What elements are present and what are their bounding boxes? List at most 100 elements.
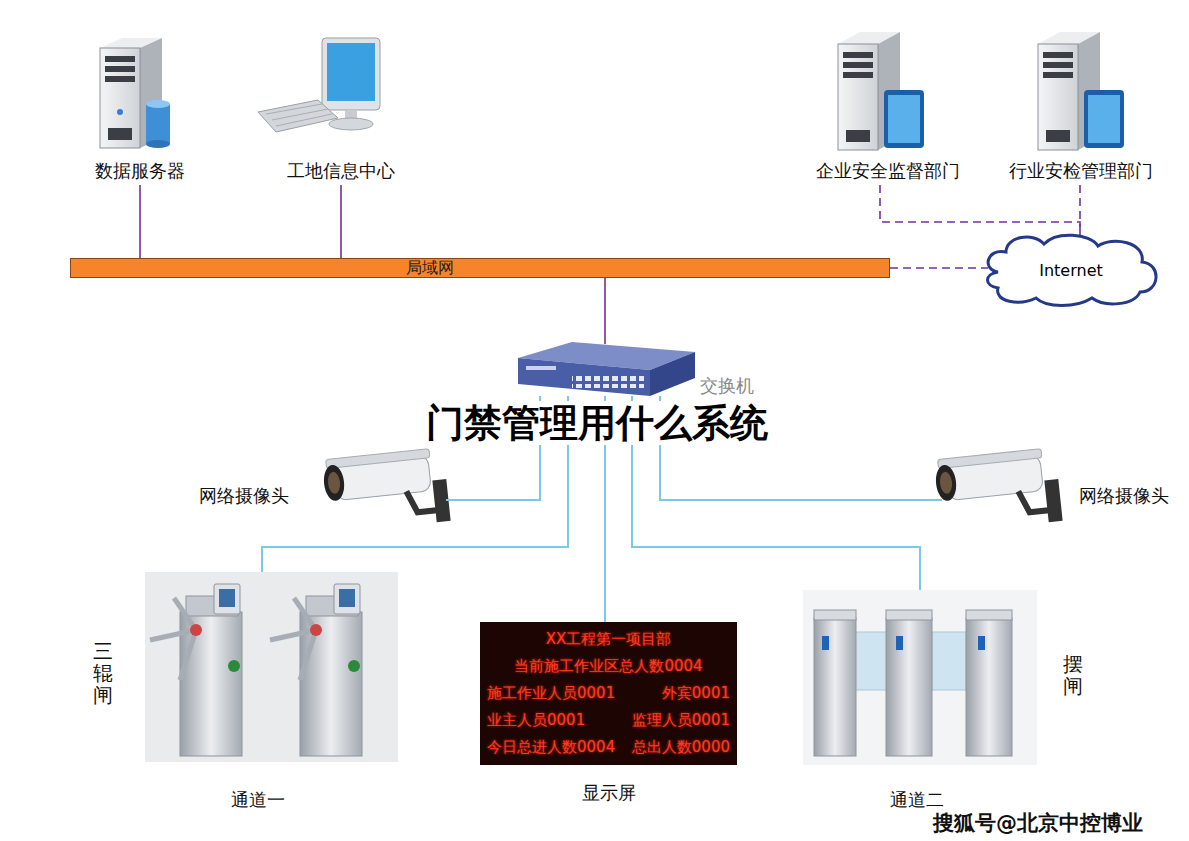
turnstile xyxy=(300,630,316,680)
switch-icon xyxy=(650,352,695,396)
server-icon xyxy=(105,66,135,72)
server-icon xyxy=(108,128,132,140)
computer-icon xyxy=(258,38,380,132)
turnstile-photo xyxy=(145,572,398,762)
server-tablet-icon xyxy=(843,62,873,68)
turnstile-photo xyxy=(145,572,398,762)
database-cylinder xyxy=(146,100,170,108)
network-camera xyxy=(934,464,958,502)
turnstile xyxy=(150,630,196,640)
switch-label: 交换机 xyxy=(700,375,754,396)
led-text: 监理人员0001 xyxy=(632,711,730,730)
led-row: 业主人员0001监理人员0001 xyxy=(487,711,730,730)
gate-node: 摆闸通道二 xyxy=(800,588,1095,818)
device-label: 企业安全监督部门 xyxy=(816,159,960,183)
led-row: 今日总进人数0004总出人数0000 xyxy=(487,738,730,757)
swing-gate-photo xyxy=(855,632,887,690)
server-tablet-icon xyxy=(1084,90,1124,148)
server-tablet-icon xyxy=(843,52,873,58)
connector xyxy=(880,185,1080,236)
database-cylinder xyxy=(146,104,170,144)
swing-gate-photo xyxy=(966,610,1012,620)
connector xyxy=(139,185,141,258)
server-tablet-icon xyxy=(838,44,878,150)
swing-gate-photo xyxy=(932,632,966,690)
turnstile xyxy=(334,584,360,614)
server-tablet-icon xyxy=(838,32,924,150)
server-tablet-icon xyxy=(1046,130,1070,142)
swing-gate-photo xyxy=(896,636,903,650)
swing-gate-photo xyxy=(966,618,1012,756)
network-camera xyxy=(934,447,1063,533)
computer-icon xyxy=(272,109,328,120)
swing-gate-photo xyxy=(886,610,932,620)
turnstile-node: 三辊闸通道一 xyxy=(88,570,400,815)
network-camera xyxy=(322,464,346,502)
channel-label: 通道二 xyxy=(890,789,944,810)
server-tablet-icon xyxy=(888,95,920,143)
swing-gate-photo xyxy=(814,618,856,756)
server-tablet-icon xyxy=(846,130,870,142)
server-tablet-icon xyxy=(843,72,873,78)
led-text: XX工程第一项目部 xyxy=(546,630,672,649)
turnstile xyxy=(150,584,242,756)
server-tablet-icon xyxy=(1043,52,1073,58)
led-text: 外宾0001 xyxy=(662,684,730,703)
computer-icon xyxy=(327,43,375,101)
turnstile xyxy=(190,624,202,636)
display-label: 显示屏 xyxy=(582,782,636,803)
computer-icon xyxy=(266,104,322,114)
switch-node: 交换机 xyxy=(512,340,774,400)
cloud-outline xyxy=(988,235,1157,305)
database-cylinder xyxy=(146,100,170,148)
vertical-label: 摆闸 xyxy=(1063,653,1083,697)
server-tablet-icon xyxy=(1043,72,1073,78)
led-row: 当前施工作业区总人数0004 xyxy=(487,657,730,676)
turnstile xyxy=(348,660,360,672)
department-node: 企业安全监督部门 xyxy=(800,25,976,185)
turnstile xyxy=(214,584,240,614)
workstation-node: 工地信息中心 xyxy=(276,25,406,185)
swing-gate-photo xyxy=(978,636,985,650)
label-holder: 通道一 xyxy=(231,788,285,812)
turnstile xyxy=(228,660,240,672)
internet-cloud: Internet xyxy=(980,232,1162,308)
led-row: XX工程第一项目部 xyxy=(487,630,730,649)
label-holder: 三辊闸 xyxy=(93,640,113,706)
camera-label: 网络摄像头 xyxy=(1079,484,1169,508)
camera-node: 网络摄像头 xyxy=(918,448,1173,543)
server-tablet-icon xyxy=(1038,32,1124,150)
connector xyxy=(604,278,606,344)
display-node: XX工程第一项目部当前施工作业区总人数0004施工作业人员0001外宾0001业… xyxy=(480,622,737,812)
led-text: 总出人数0000 xyxy=(632,738,730,757)
database-cylinder xyxy=(146,140,170,148)
connector xyxy=(1079,185,1081,236)
vertical-label: 三辊闸 xyxy=(93,640,113,706)
channel-label: 通道一 xyxy=(231,789,285,810)
server-icon xyxy=(105,76,135,82)
connector xyxy=(340,185,342,258)
switch-icon xyxy=(518,358,650,396)
computer-icon xyxy=(329,118,373,130)
computer-icon xyxy=(276,114,332,126)
lan-band: 局域网 xyxy=(70,258,890,278)
band-label: 局域网 xyxy=(406,259,454,277)
device-label: 行业安检管理部门 xyxy=(1009,159,1153,183)
label-holder: 显示屏 xyxy=(582,781,636,805)
network-camera xyxy=(939,471,953,494)
swing-gate-photo xyxy=(803,590,1037,765)
server-tablet-icon xyxy=(1038,44,1078,150)
watermark: 搜狐号@北京中控博业 xyxy=(930,811,1146,835)
label-holder: 交换机 xyxy=(700,374,754,398)
diagram-title: 门禁管理用什么系统 xyxy=(422,401,772,445)
computer-icon xyxy=(322,38,380,110)
network-camera xyxy=(326,449,430,469)
network-camera xyxy=(322,447,451,533)
server-node: 数据服务器 xyxy=(75,25,205,185)
switch-icon xyxy=(572,374,644,388)
swing-gate-photo xyxy=(803,590,1037,765)
server-tablet-icon xyxy=(884,90,924,148)
swing-gate-photo xyxy=(822,636,829,650)
title-holder: 门禁管理用什么系统 xyxy=(422,398,772,449)
camera-node: 网络摄像头 xyxy=(195,448,450,543)
